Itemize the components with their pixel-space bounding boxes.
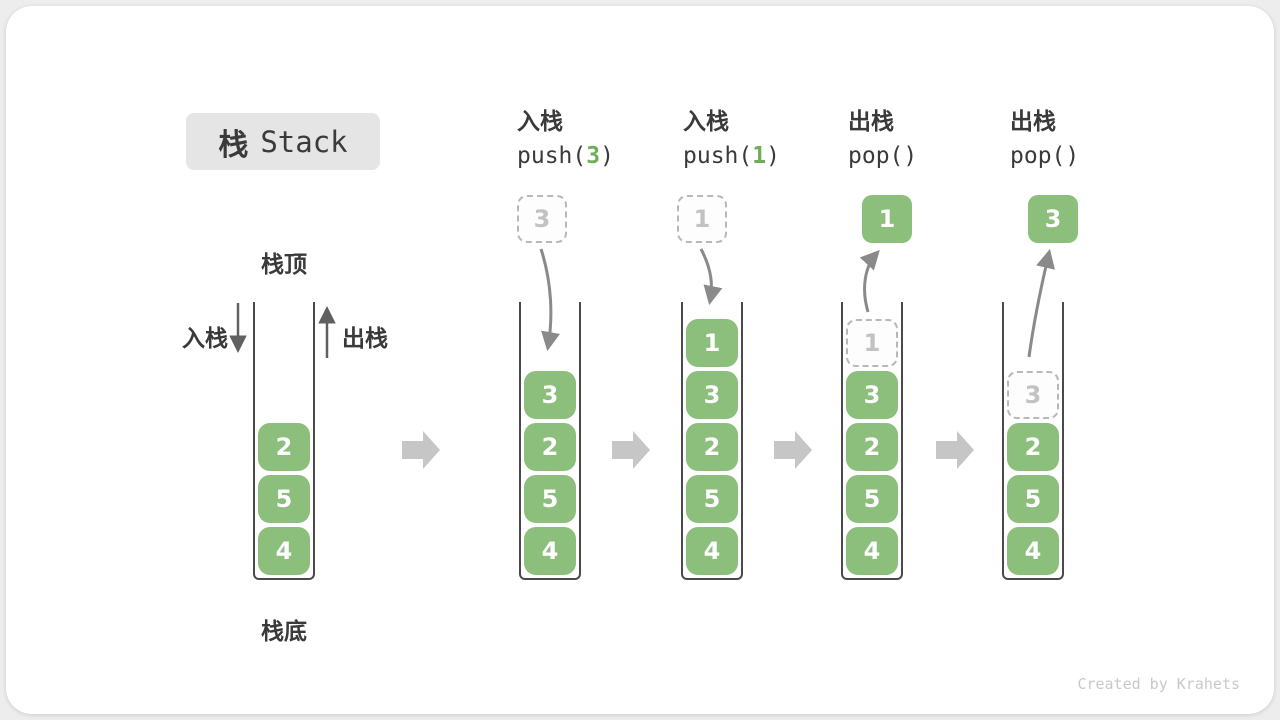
stack-cell: 3 [686,371,738,419]
title-zh: 栈 [218,127,249,163]
stack-cell: 2 [258,423,310,471]
floating-value-box: 3 [1028,195,1078,243]
stack-cell: 2 [1007,423,1059,471]
operation-header: 入栈 push(1) [683,106,853,174]
stack-cell: 3 [846,371,898,419]
stack-cell: 5 [524,475,576,523]
stack-cell: 4 [258,527,310,575]
operation-label: 入栈 [517,109,563,135]
operation-code-arg: 1 [752,143,767,169]
floating-value-box: 3 [517,195,567,243]
credit-text: Created by Krahets [1077,675,1240,693]
stack-container-after-push-3 [519,302,581,580]
stack-cell: 2 [686,423,738,471]
floating-value-box: 1 [862,195,912,243]
stack-bottom-label: 栈底 [261,619,307,645]
stack-cell-ghost: 1 [846,319,898,367]
operation-code-text: pop() [848,143,918,169]
stack-container-after-push-1 [681,302,743,580]
stack-container-after-pop-3 [1002,302,1064,580]
stack-container-initial-stack [253,302,315,580]
operation-code: pop() [1010,138,1180,174]
stack-cell-ghost: 3 [1007,371,1059,419]
stack-cell: 4 [1007,527,1059,575]
stack-cell: 5 [846,475,898,523]
operation-code-text: push( [683,143,753,169]
stack-cell: 2 [524,423,576,471]
stack-container-after-pop-1 [841,302,903,580]
operation-code: pop() [848,138,1018,174]
operation-label: 出栈 [1010,109,1056,135]
stack-cell: 3 [524,371,576,419]
operation-code: push(3) [517,138,687,174]
stack-cell: 4 [524,527,576,575]
pop-legend-label: 出栈 [342,326,388,352]
operation-label: 入栈 [683,109,729,135]
operation-code-text: ) [600,143,614,169]
floating-value-box: 1 [677,195,727,243]
operation-header: 入栈 push(3) [517,106,687,174]
stack-cell: 4 [686,527,738,575]
title-box: 栈 Stack [186,113,380,170]
operation-code: push(1) [683,138,853,174]
operation-code-arg: 3 [586,143,601,169]
operation-header: 出栈 pop() [1010,106,1180,174]
operation-code-text: push( [517,143,587,169]
operation-code-text: ) [766,143,780,169]
stack-cell: 5 [1007,475,1059,523]
stack-cell: 2 [846,423,898,471]
stack-cell: 1 [686,319,738,367]
stack-cell: 4 [846,527,898,575]
title-en: Stack [260,124,348,159]
operation-header: 出栈 pop() [848,106,1018,174]
stack-cell: 5 [258,475,310,523]
operation-label: 出栈 [848,109,894,135]
push-legend-label: 入栈 [182,326,228,352]
stack-cell: 5 [686,475,738,523]
stack-top-label: 栈顶 [261,252,307,278]
operation-code-text: pop() [1010,143,1080,169]
